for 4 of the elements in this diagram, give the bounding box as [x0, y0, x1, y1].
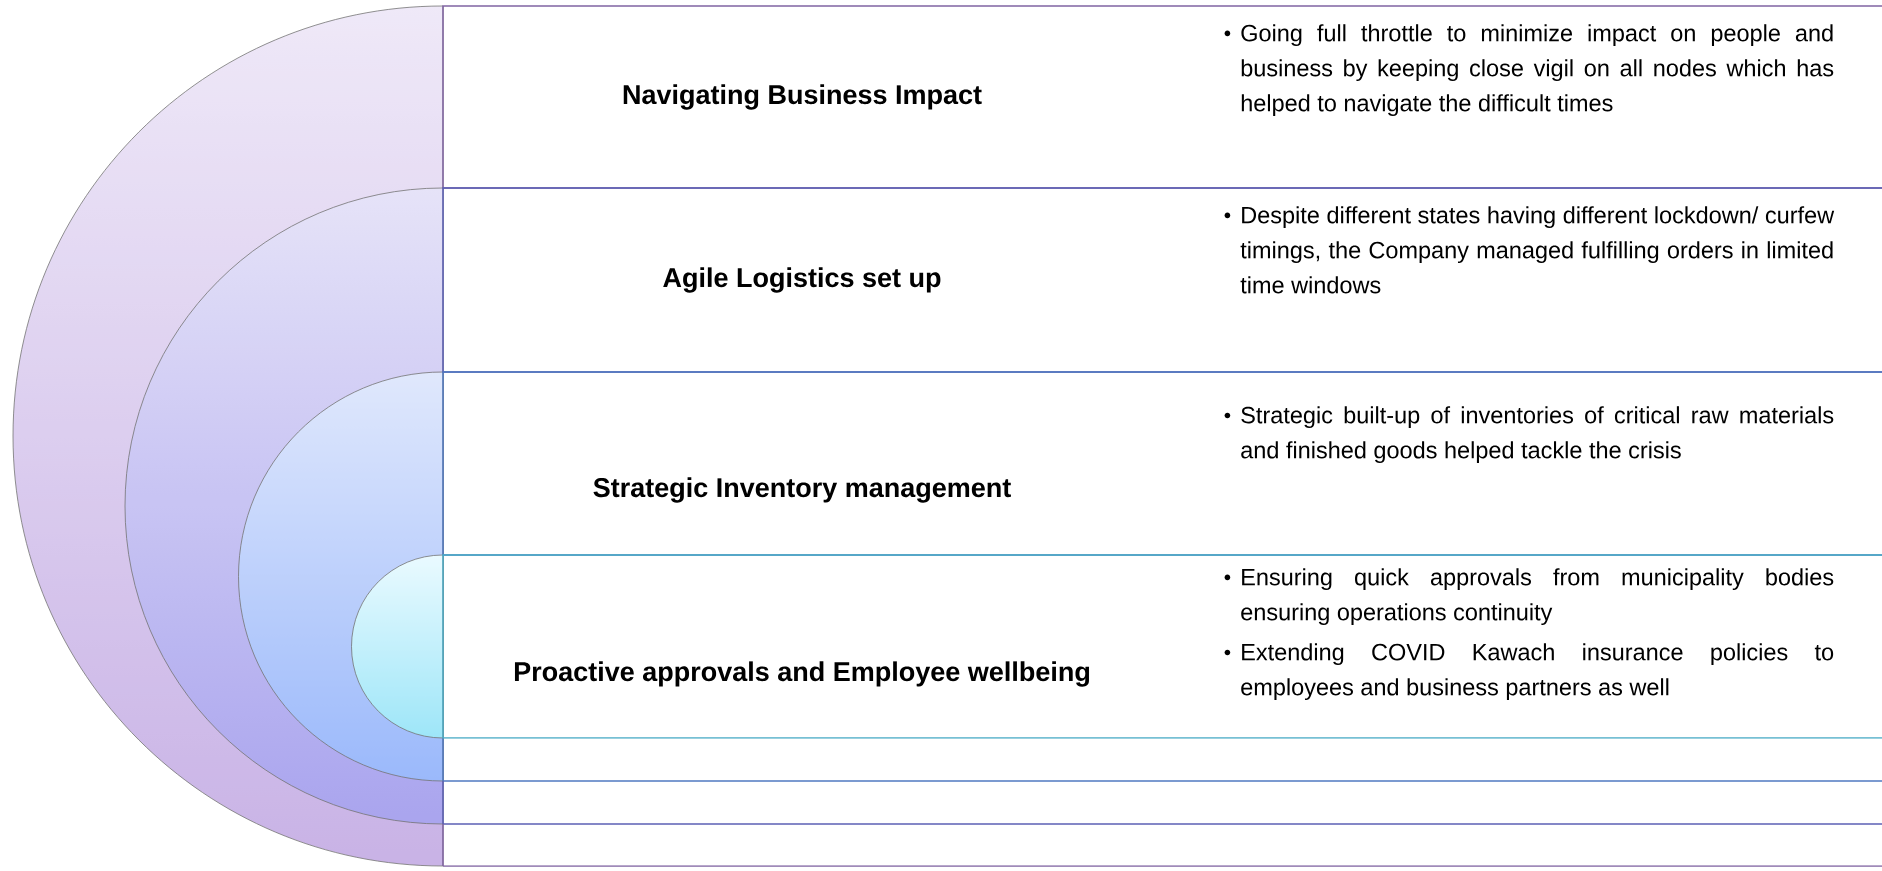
row-band: Agile Logistics set up Despite different states having different lockdown/ curfew timings, the Company managed fulfilling orders in limited time windows [442, 187, 1882, 373]
row-band: Proactive approvals and Employee wellbeing Ensuring quick approvals from municipality bodies ensuring operations continuity Extending COVID Kawach insurance policies to employees and business partners as well [442, 554, 1882, 739]
row-band: Navigating Business Impact Going full throttle to minimize impact on people and business by keeping close vigil on all nodes which has helped to navigate the difficult times [442, 5, 1882, 189]
row-band: Strategic Inventory management Strategic built-up of inventories of critical raw materials and finished goods helped tackle the crisis [442, 371, 1882, 556]
